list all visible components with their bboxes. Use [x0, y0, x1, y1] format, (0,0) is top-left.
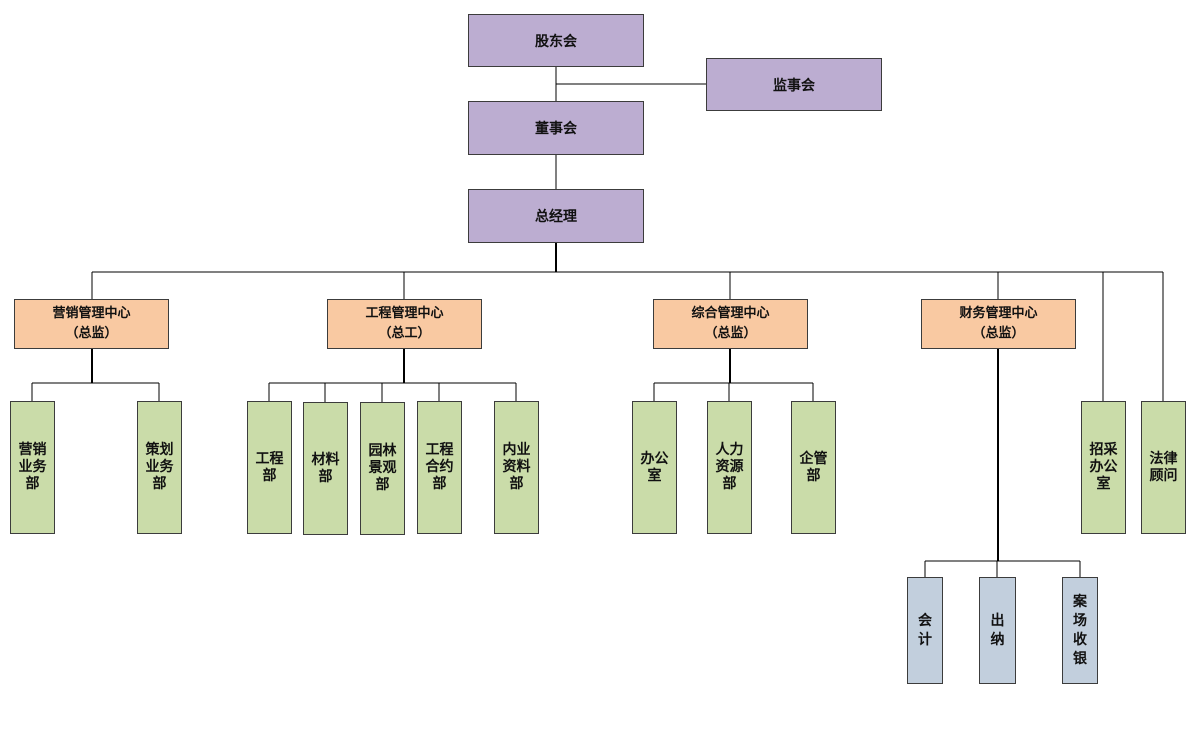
- dept-materials: 材料 部: [303, 402, 348, 535]
- general-manager-box: 总经理: [468, 189, 644, 243]
- dept-planning-business: 策划 业务 部: [137, 401, 182, 534]
- board-label: 董事会: [535, 121, 577, 137]
- board-box: 董事会: [468, 101, 644, 155]
- engineering-center-box: 工程管理中心 （总工）: [327, 299, 482, 349]
- admin-center-head: （总监）: [704, 326, 757, 341]
- unit-sales-site-cashier: 案 场 收 银: [1062, 577, 1098, 684]
- dept-human-resources: 人力 资源 部: [707, 401, 752, 534]
- admin-center-box: 综合管理中心 （总监）: [653, 299, 808, 349]
- dept-documentation: 内业 资料 部: [494, 401, 539, 534]
- supervisors-label: 监事会: [773, 77, 815, 94]
- finance-center-name: 财务管理中心: [959, 306, 1038, 321]
- dept-procurement-office: 招采 办公 室: [1081, 401, 1126, 534]
- dept-marketing-business: 营销 业务 部: [10, 401, 55, 534]
- shareholders-box: 股东会: [468, 14, 644, 67]
- engineering-center-head: （总工）: [378, 326, 431, 341]
- dept-landscape: 园林 景观 部: [360, 402, 405, 535]
- marketing-center-head: （总监）: [65, 326, 118, 341]
- marketing-center-box: 营销管理中心 （总监）: [14, 299, 169, 349]
- finance-center-box: 财务管理中心 （总监）: [921, 299, 1076, 349]
- unit-accounting: 会 计: [907, 577, 943, 684]
- engineering-center-name: 工程管理中心: [365, 306, 444, 321]
- dept-office: 办公 室: [632, 401, 677, 534]
- finance-center-head: （总监）: [972, 326, 1025, 341]
- general-manager-label: 总经理: [535, 209, 577, 225]
- dept-legal-counsel: 法律 顾问: [1141, 401, 1186, 534]
- dept-engineering: 工程 部: [247, 401, 292, 534]
- marketing-center-name: 营销管理中心: [52, 306, 131, 321]
- dept-enterprise-management: 企管 部: [791, 401, 836, 534]
- unit-cashier: 出 纳: [979, 577, 1016, 684]
- supervisors-box: 监事会: [706, 58, 882, 111]
- admin-center-name: 综合管理中心: [691, 306, 770, 321]
- shareholders-label: 股东会: [535, 33, 577, 50]
- dept-contracts: 工程 合约 部: [417, 401, 462, 534]
